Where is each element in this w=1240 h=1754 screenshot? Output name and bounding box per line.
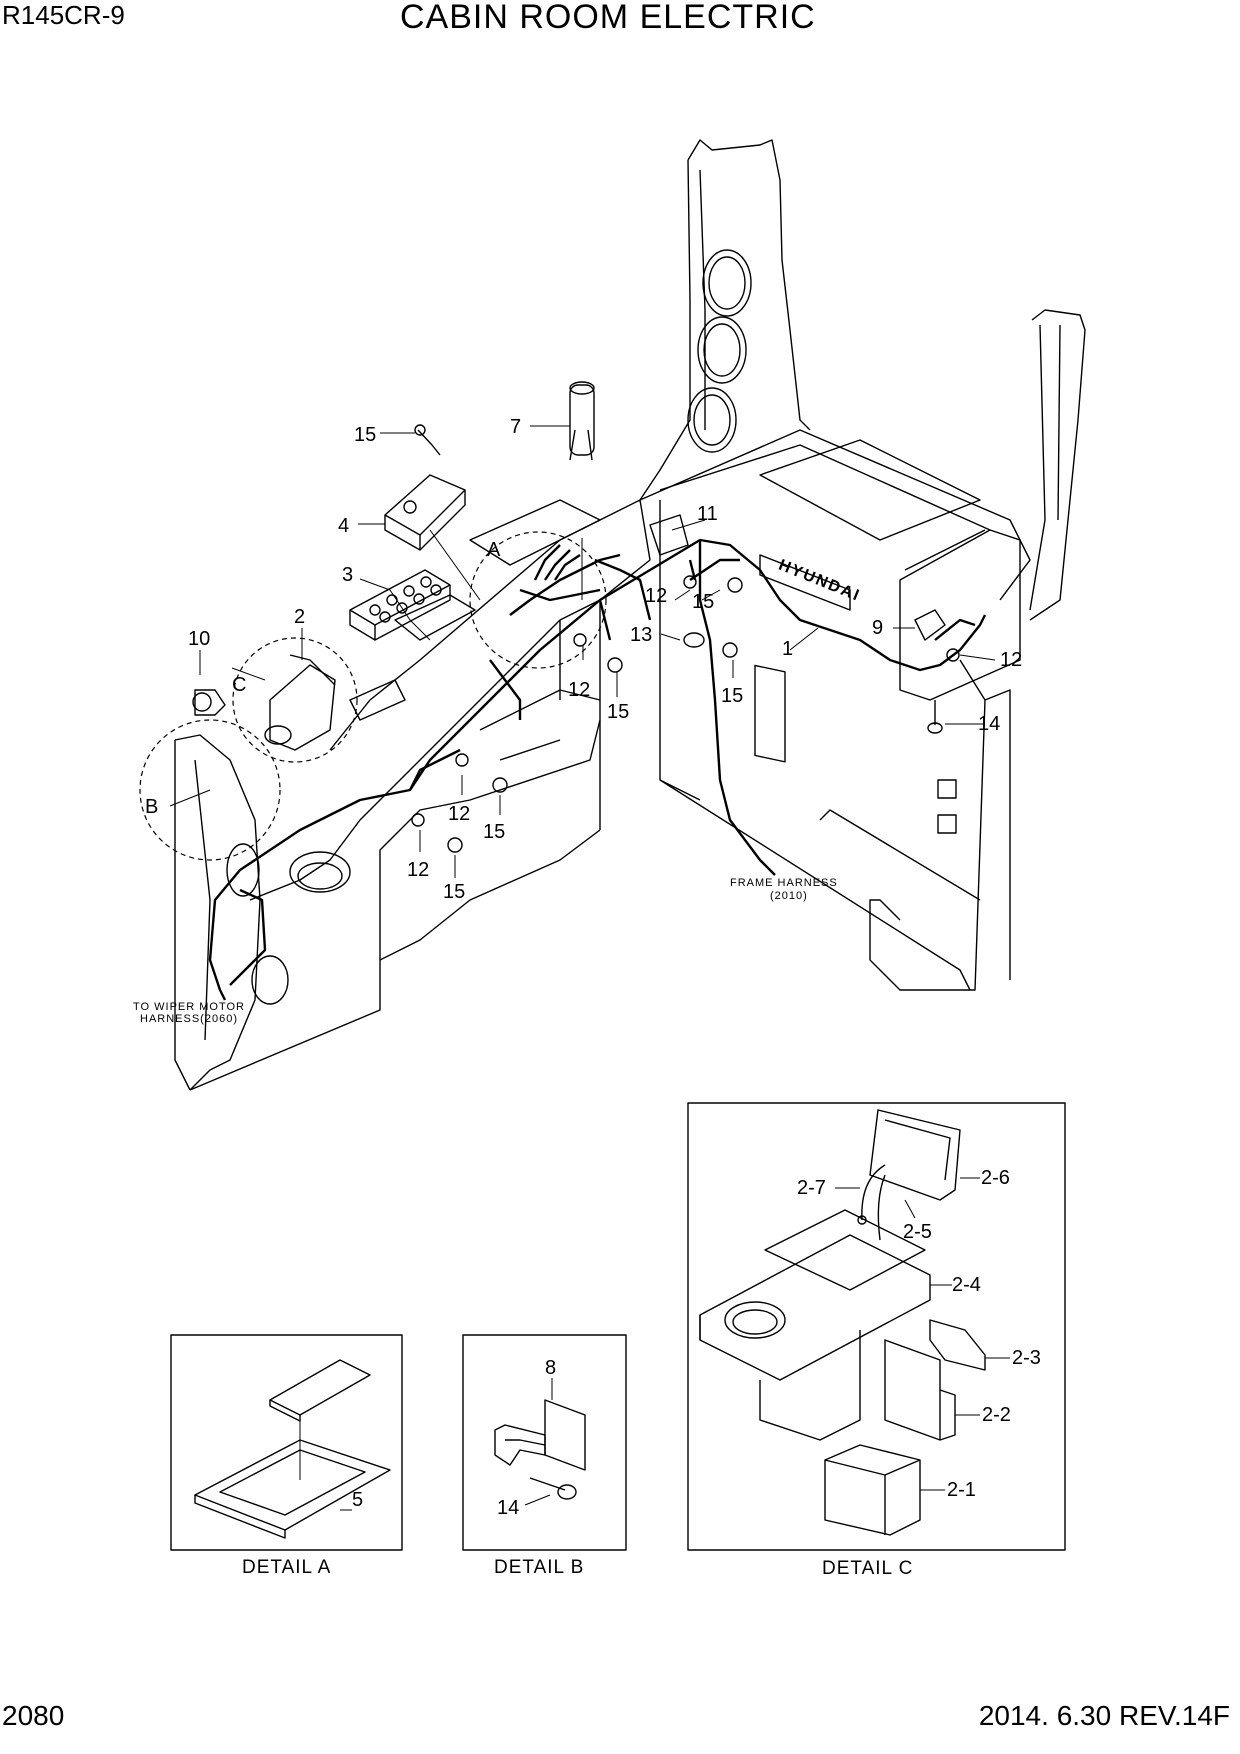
component-shapes <box>192 381 960 853</box>
callout-1: 1 <box>782 638 793 660</box>
detail-c-part-2-5: 2-5 <box>903 1221 932 1243</box>
callout-13: 13 <box>630 624 652 646</box>
callout-2: 2 <box>294 606 305 628</box>
callout-15-center: 15 <box>692 591 714 613</box>
detail-circles <box>139 531 607 861</box>
cabin-frame-drawing <box>174 139 1086 1091</box>
note-wiper: TO WIPER MOTOR <box>133 1001 245 1013</box>
wiring-harness <box>208 538 987 1001</box>
callout-10: 10 <box>188 628 210 650</box>
callout-12-center: 12 <box>645 585 667 607</box>
detail-c-part-2-1: 2-1 <box>947 1479 976 1501</box>
callout-15-console: 15 <box>607 701 629 723</box>
detail-marker-c: C <box>232 674 246 696</box>
detail-b-caption: DETAIL B <box>494 1557 584 1578</box>
detail-b-part-bottom: 14 <box>497 1497 519 1519</box>
detail-a-box <box>170 1334 403 1551</box>
revision-date: 2014. 6.30 REV.14F <box>978 1700 1230 1731</box>
model-number: R145CR-9 <box>2 0 125 30</box>
detail-c-part-2-7: 2-7 <box>797 1177 826 1199</box>
detail-c-part-2-2: 2-2 <box>982 1404 1011 1426</box>
detail-c-part-2-4: 2-4 <box>952 1274 981 1296</box>
detail-b-part-top: 8 <box>545 1357 556 1379</box>
page-number: 2080 <box>2 1700 65 1731</box>
callout-15-wall: 15 <box>721 685 743 707</box>
detail-c-box <box>687 1102 1066 1551</box>
callout-12-lower: 12 <box>448 803 470 825</box>
callout-15-bottom: 15 <box>443 881 465 903</box>
callout-4: 4 <box>338 515 349 537</box>
callout-11: 11 <box>697 503 718 525</box>
detail-a-caption: DETAIL A <box>242 1557 331 1578</box>
detail-c-part-2-3: 2-3 <box>1012 1347 1041 1369</box>
callout-15-lower: 15 <box>483 821 505 843</box>
detail-c-part-2-6: 2-6 <box>981 1167 1010 1189</box>
callout-7: 7 <box>510 416 521 438</box>
detail-a-part: 5 <box>352 1489 363 1511</box>
callout-9: 9 <box>872 617 883 639</box>
detail-b-box <box>462 1334 627 1551</box>
callout-15-top: 15 <box>354 424 376 446</box>
detail-marker-a: A <box>487 539 501 561</box>
callout-3: 3 <box>342 564 353 586</box>
callout-12-console: 12 <box>568 679 590 701</box>
callout-12-bottom: 12 <box>407 859 429 881</box>
note-frame-harness: FRAME HARNESS <box>730 877 838 889</box>
detail-c-caption: DETAIL C <box>822 1558 913 1579</box>
detail-marker-b: B <box>145 796 158 818</box>
callout-14: 14 <box>978 713 1000 735</box>
leader-lines <box>169 425 996 878</box>
note-wiper-ref: HARNESS(2060) <box>140 1013 238 1025</box>
page-title: CABIN ROOM ELECTRIC <box>400 0 816 36</box>
callout-12-rear: 12 <box>1000 649 1022 671</box>
note-frame-harness-ref: (2010) <box>770 890 808 902</box>
